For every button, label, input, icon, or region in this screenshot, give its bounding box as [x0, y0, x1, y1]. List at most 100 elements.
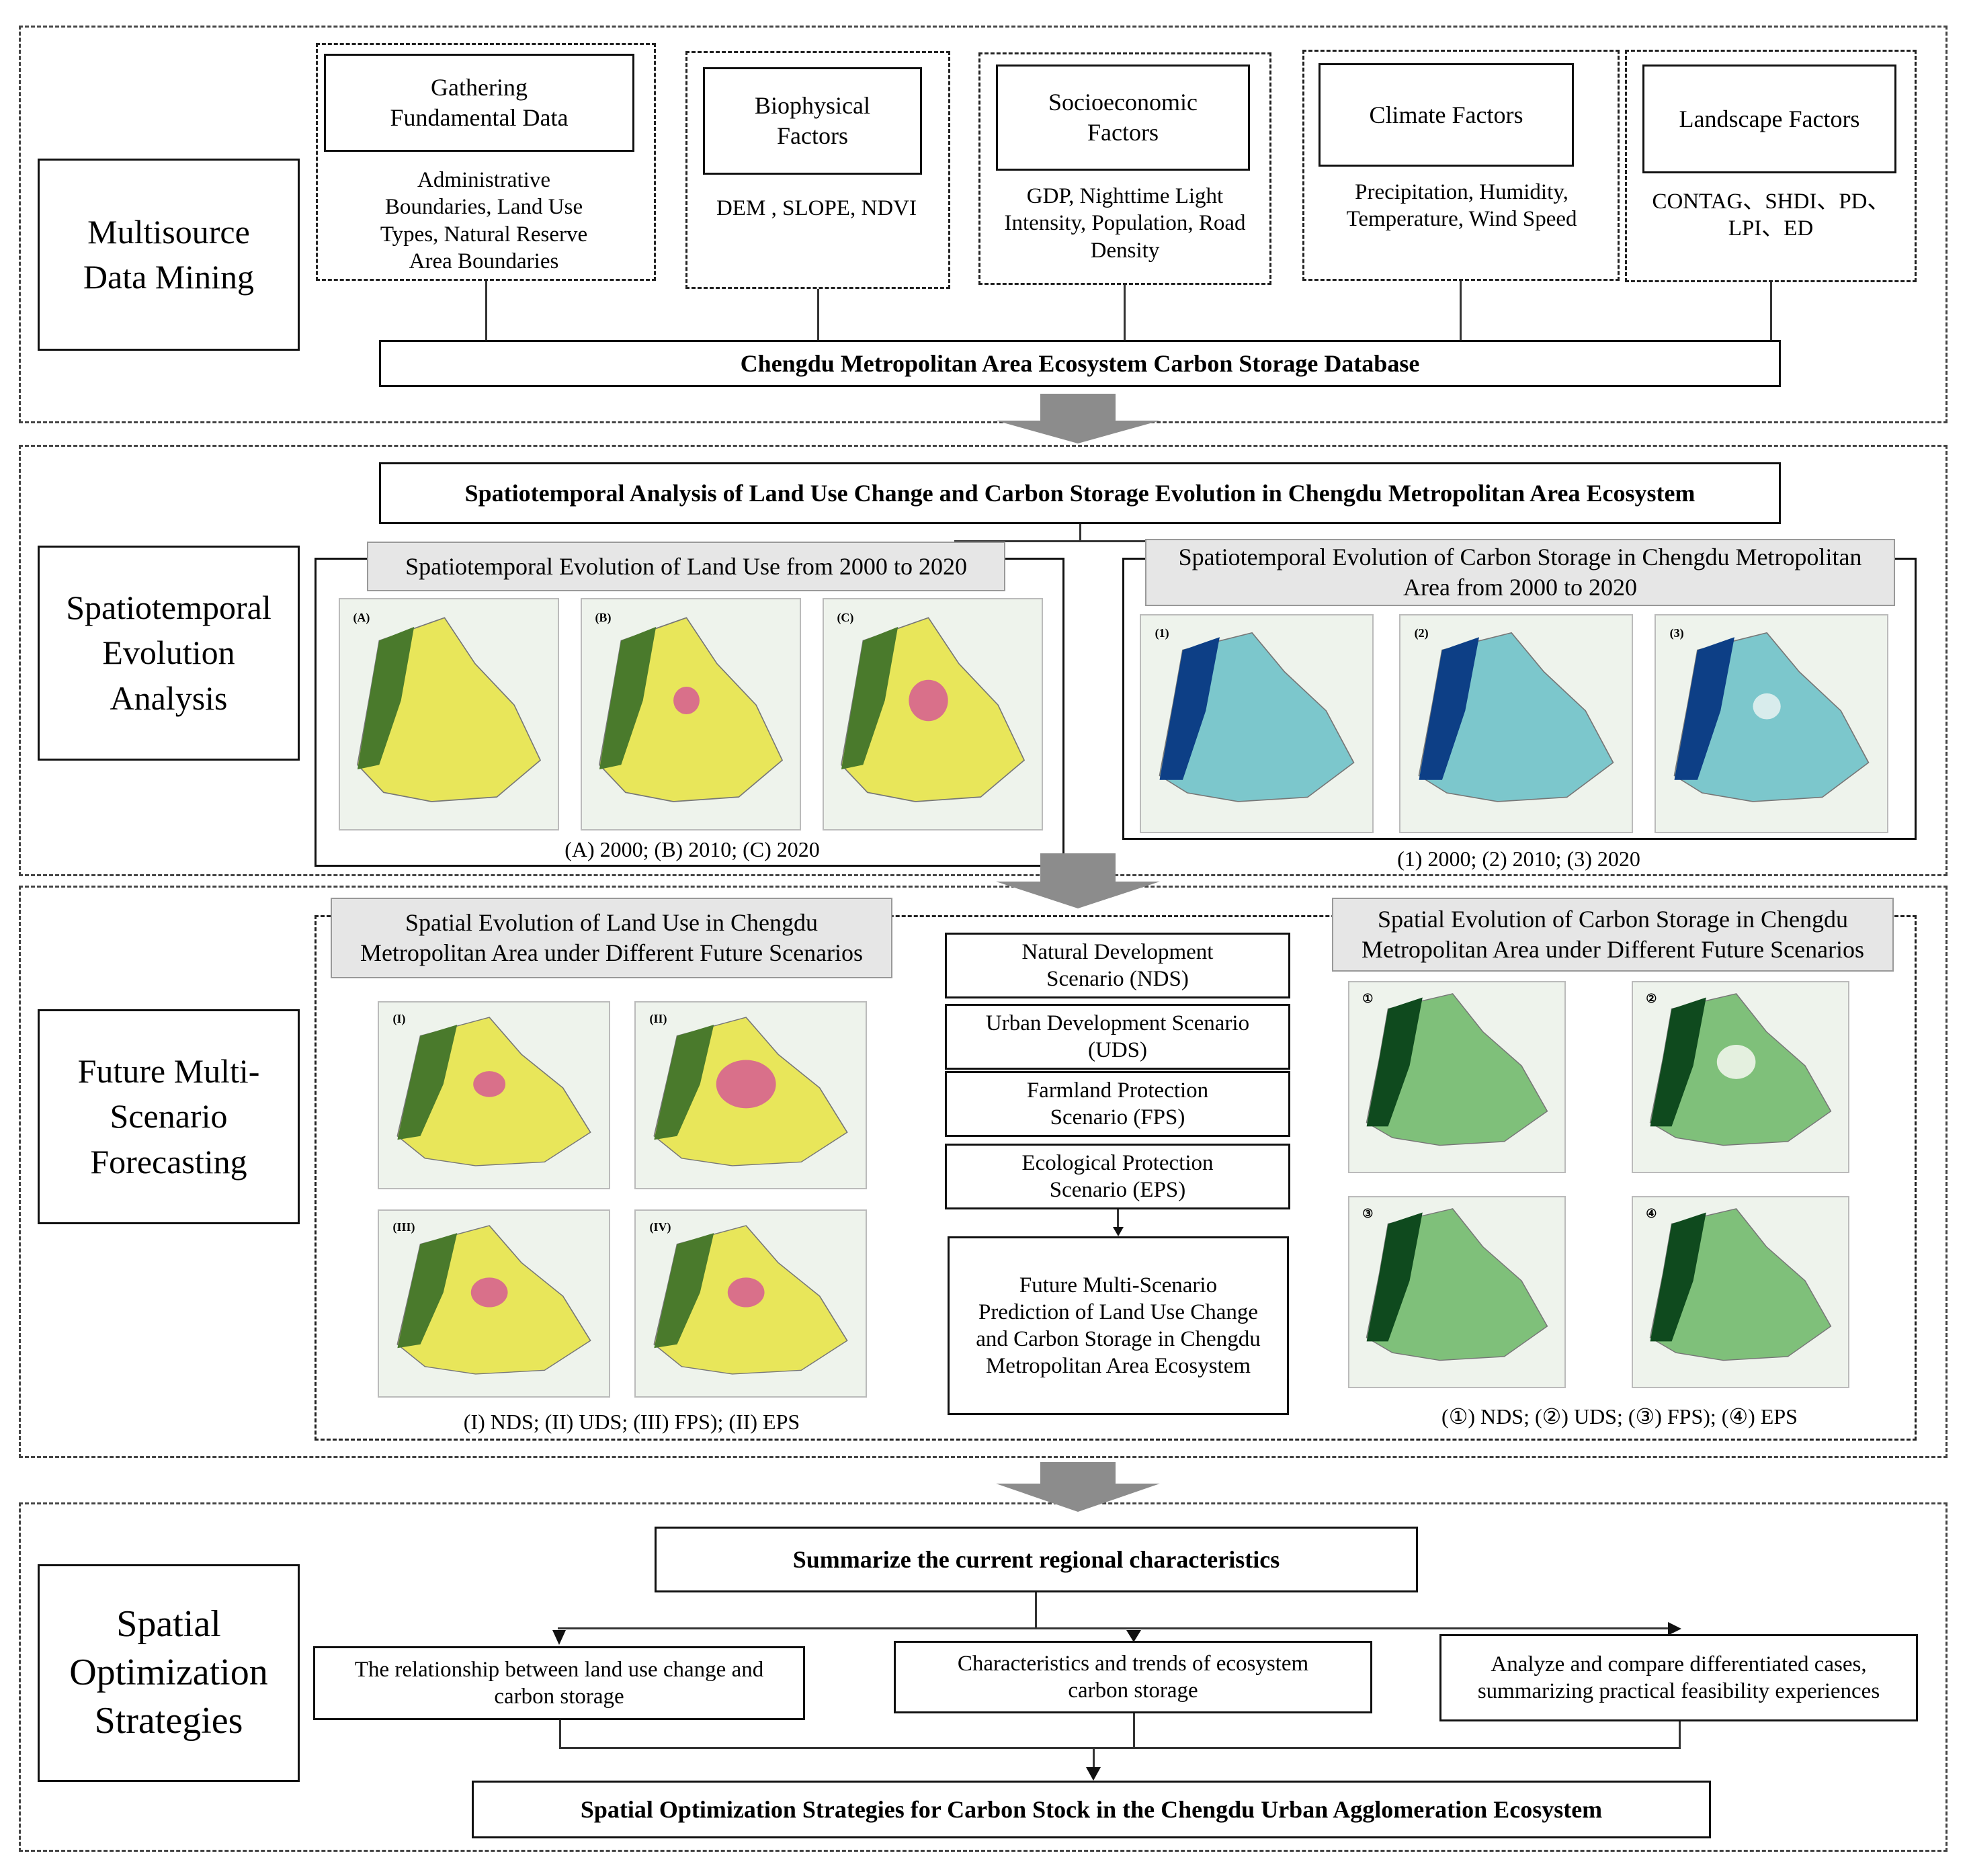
stage-text: Spatial Optimization Strategies — [69, 1603, 268, 1742]
branch-box-compare: Analyze and compare differentiated cases… — [1439, 1634, 1918, 1721]
landuse-map-graphic — [582, 599, 800, 829]
landuse-map-graphic — [636, 1003, 866, 1188]
final-strategy-box: Spatial Optimization Strategies for Carb… — [472, 1781, 1711, 1838]
carbon-map-graphic — [1633, 1197, 1848, 1387]
landuse-map-graphic — [636, 1211, 866, 1396]
data-box-desc: GDP, Nighttime Light Intensity, Populati… — [1004, 184, 1246, 263]
stage-label-data-mining: Multisource Data Mining — [38, 159, 300, 351]
map-label: ② — [1646, 992, 1657, 1006]
forecast-panel — [315, 915, 1917, 1441]
data-box-title: Landscape Factors — [1642, 65, 1896, 173]
map-label: (IV) — [649, 1220, 671, 1234]
forecast-landuse-map: (III) — [378, 1209, 610, 1398]
section-forecast — [19, 886, 1948, 1458]
data-box-title: Climate Factors — [1319, 63, 1574, 167]
connector-line — [817, 289, 819, 340]
branch-box-relationship: The relationship between land use change… — [313, 1646, 805, 1720]
landuse-map-2020: (C) — [823, 598, 1043, 830]
map-label: (B) — [595, 611, 612, 625]
stage-label-forecast: Future Multi-Scenario Forecasting — [38, 1009, 300, 1224]
landuse-map-graphic — [340, 599, 558, 829]
data-group-socioeconomic — [978, 52, 1271, 285]
connector-line — [558, 1627, 1679, 1629]
data-box-title: Biophysical Factors — [703, 67, 922, 175]
map-label: ① — [1362, 992, 1374, 1006]
connector-line — [1035, 1592, 1037, 1629]
landuse-map-graphic — [379, 1003, 609, 1188]
arrowhead-icon — [1113, 1227, 1124, 1236]
forecast-carbon-caption: (①) NDS; (②) UDS; (③) FPS); (④) EPS — [1441, 1404, 1798, 1429]
carbon-map-graphic — [1349, 1197, 1564, 1387]
forecast-carbon-title: Spatial Evolution of Carbon Storage in C… — [1332, 898, 1894, 972]
forecast-landuse-map: (IV) — [634, 1209, 867, 1398]
scenario-box-nds: Natural Development Scenario (NDS) — [945, 933, 1290, 998]
forecast-carbon-map: ① — [1348, 981, 1566, 1173]
landuse-map-2010: (B) — [581, 598, 801, 830]
carbon-map-graphic — [1633, 982, 1848, 1172]
map-label: (I) — [392, 1011, 406, 1025]
data-group-fundamental — [316, 43, 656, 281]
landuse-evolution-caption: (A) 2000; (B) 2010; (C) 2020 — [564, 837, 820, 861]
map-label: (A) — [353, 611, 370, 625]
landuse-evolution-title: Spatiotemporal Evolution of Land Use fro… — [367, 542, 1005, 591]
data-box-desc: Precipitation, Humidity, Temperature, Wi… — [1346, 180, 1577, 232]
connector-line — [1460, 281, 1462, 340]
forecast-landuse-title: Spatial Evolution of Land Use in Chengdu… — [331, 898, 892, 978]
arrowhead-icon — [1086, 1767, 1101, 1781]
connector-line — [1679, 1721, 1681, 1748]
down-arrow-icon — [996, 394, 1160, 443]
database-box: Chengdu Metropolitan Area Ecosystem Carb… — [379, 340, 1781, 387]
data-group-landscape — [1625, 50, 1917, 282]
data-group-biophysical — [685, 51, 950, 289]
scenario-box-uds: Urban Development Scenario (UDS) — [945, 1004, 1290, 1070]
map-label: ④ — [1646, 1207, 1657, 1221]
evolution-header-box: Spatiotemporal Analysis of Land Use Chan… — [379, 462, 1781, 524]
connector-line — [485, 281, 487, 340]
section-data-mining — [19, 26, 1948, 423]
connector-line — [559, 1720, 561, 1748]
arrowhead-icon — [1668, 1622, 1681, 1635]
carbon-map-graphic — [1656, 615, 1887, 832]
connector-line — [1079, 524, 1081, 540]
carbon-map-graphic — [1349, 982, 1564, 1172]
data-group-climate — [1302, 50, 1620, 281]
scenario-box-eps: Ecological Protection Scenario (EPS) — [945, 1144, 1290, 1209]
map-label: (III) — [392, 1220, 415, 1234]
section-evolution — [19, 445, 1948, 876]
connector-line — [1770, 282, 1772, 340]
stage-text: Multisource Data Mining — [83, 212, 255, 296]
map-label: ③ — [1362, 1207, 1374, 1221]
arrowhead-icon — [552, 1630, 566, 1645]
connector-line — [1093, 1747, 1095, 1778]
carbon-evolution-title: Spatiotemporal Evolution of Carbon Stora… — [1145, 539, 1895, 606]
connector-line — [1124, 285, 1126, 340]
forecast-carbon-map: ③ — [1348, 1196, 1566, 1388]
connector-line — [559, 1747, 1681, 1749]
arrowhead-icon — [1126, 1630, 1141, 1642]
map-label: (2) — [1414, 626, 1429, 640]
data-box-desc: CONTAG、SHDI、PD、LPI、ED — [1652, 189, 1890, 241]
landuse-map-graphic — [824, 599, 1042, 829]
carbon-map-2020: (3) — [1655, 614, 1888, 833]
map-label: (1) — [1155, 626, 1169, 640]
landuse-map-2000: (A) — [339, 598, 559, 830]
section-strategy — [19, 1502, 1948, 1852]
map-label: (II) — [649, 1011, 667, 1025]
scenario-box-fps: Farmland Protection Scenario (FPS) — [945, 1071, 1290, 1137]
carbon-map-graphic — [1400, 615, 1632, 832]
forecast-landuse-map: (I) — [378, 1001, 610, 1189]
branch-box-characteristics: Characteristics and trends of ecosystem … — [894, 1641, 1372, 1713]
data-box-desc: DEM , SLOPE, NDVI — [716, 196, 917, 220]
forecast-carbon-map: ② — [1632, 981, 1849, 1173]
down-arrow-icon — [996, 853, 1160, 908]
summary-box: Summarize the current regional character… — [655, 1527, 1418, 1592]
forecast-landuse-caption: (I) NDS; (II) UDS; (III) FPS); (II) EPS — [463, 1410, 800, 1434]
carbon-map-2000: (1) — [1140, 614, 1374, 833]
stage-text: Spatiotemporal Evolution Analysis — [66, 588, 271, 717]
prediction-box: Future Multi-Scenario Prediction of Land… — [948, 1236, 1289, 1415]
map-label: (3) — [1669, 626, 1684, 640]
carbon-map-graphic — [1141, 615, 1372, 832]
carbon-evolution-caption: (1) 2000; (2) 2010; (3) 2020 — [1397, 847, 1640, 871]
map-label: (C) — [837, 611, 854, 625]
